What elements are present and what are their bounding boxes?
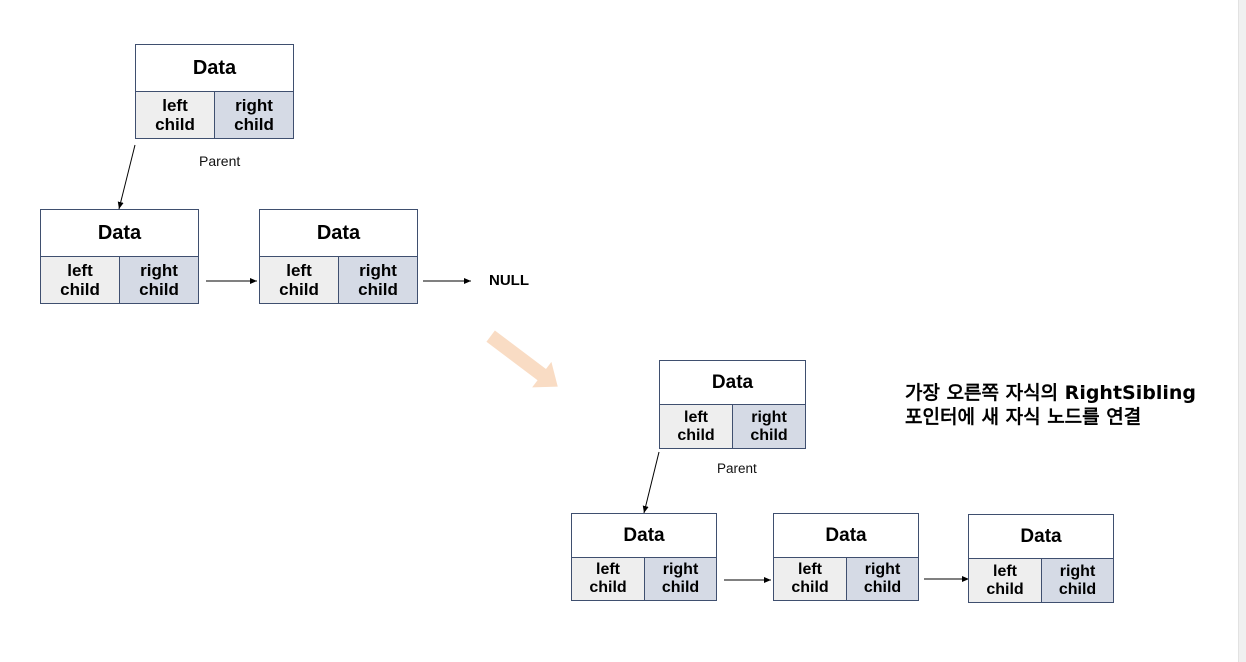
scrollbar[interactable] xyxy=(1238,0,1246,662)
right-child-pointer: right child xyxy=(644,557,717,601)
left-child-pointer: left child xyxy=(40,256,120,304)
left-child-pointer: left child xyxy=(659,404,733,449)
null-label: NULL xyxy=(489,272,529,289)
data-field: Data xyxy=(659,360,806,405)
tree-node-child: Data left child right child xyxy=(571,513,717,601)
left-child-pointer: left child xyxy=(571,557,645,601)
edge-parent-to-child xyxy=(117,144,136,210)
right-child-pointer: right child xyxy=(846,557,919,601)
tree-node-parent: Data left child right child xyxy=(659,360,806,449)
edge-parent-to-child xyxy=(642,451,660,514)
tree-node-child: Data left child right child xyxy=(40,209,199,304)
data-field: Data xyxy=(571,513,717,558)
data-field: Data xyxy=(40,209,199,257)
left-child-pointer: left child xyxy=(135,91,215,139)
data-field: Data xyxy=(773,513,919,558)
description-line: 포인터에 새 자식 노드를 연결 xyxy=(905,406,1142,429)
tree-node-child: Data left child right child xyxy=(773,513,919,601)
tree-node-child: Data left child right child xyxy=(259,209,418,304)
right-child-pointer: right child xyxy=(732,404,806,449)
tree-node-new-child: Data left child right child xyxy=(968,514,1114,603)
tree-node-parent: Data left child right child xyxy=(135,44,294,139)
transition-arrow xyxy=(486,330,558,388)
left-child-pointer: left child xyxy=(968,558,1042,603)
description-text: 가장 오른쪽 자식의 RightSibling 포인터에 새 자식 노드를 연결 xyxy=(905,381,1196,429)
parent-label: Parent xyxy=(199,153,241,169)
right-child-pointer: right child xyxy=(1041,558,1114,603)
right-child-pointer: right child xyxy=(214,91,294,139)
description-line: 가장 오른쪽 자식의 RightSibling xyxy=(905,382,1196,404)
data-field: Data xyxy=(135,44,294,92)
left-child-pointer: left child xyxy=(259,256,339,304)
data-field: Data xyxy=(968,514,1114,559)
right-child-pointer: right child xyxy=(119,256,199,304)
right-child-pointer: right child xyxy=(338,256,418,304)
parent-label: Parent xyxy=(717,461,757,476)
left-child-pointer: left child xyxy=(773,557,847,601)
data-field: Data xyxy=(259,209,418,257)
